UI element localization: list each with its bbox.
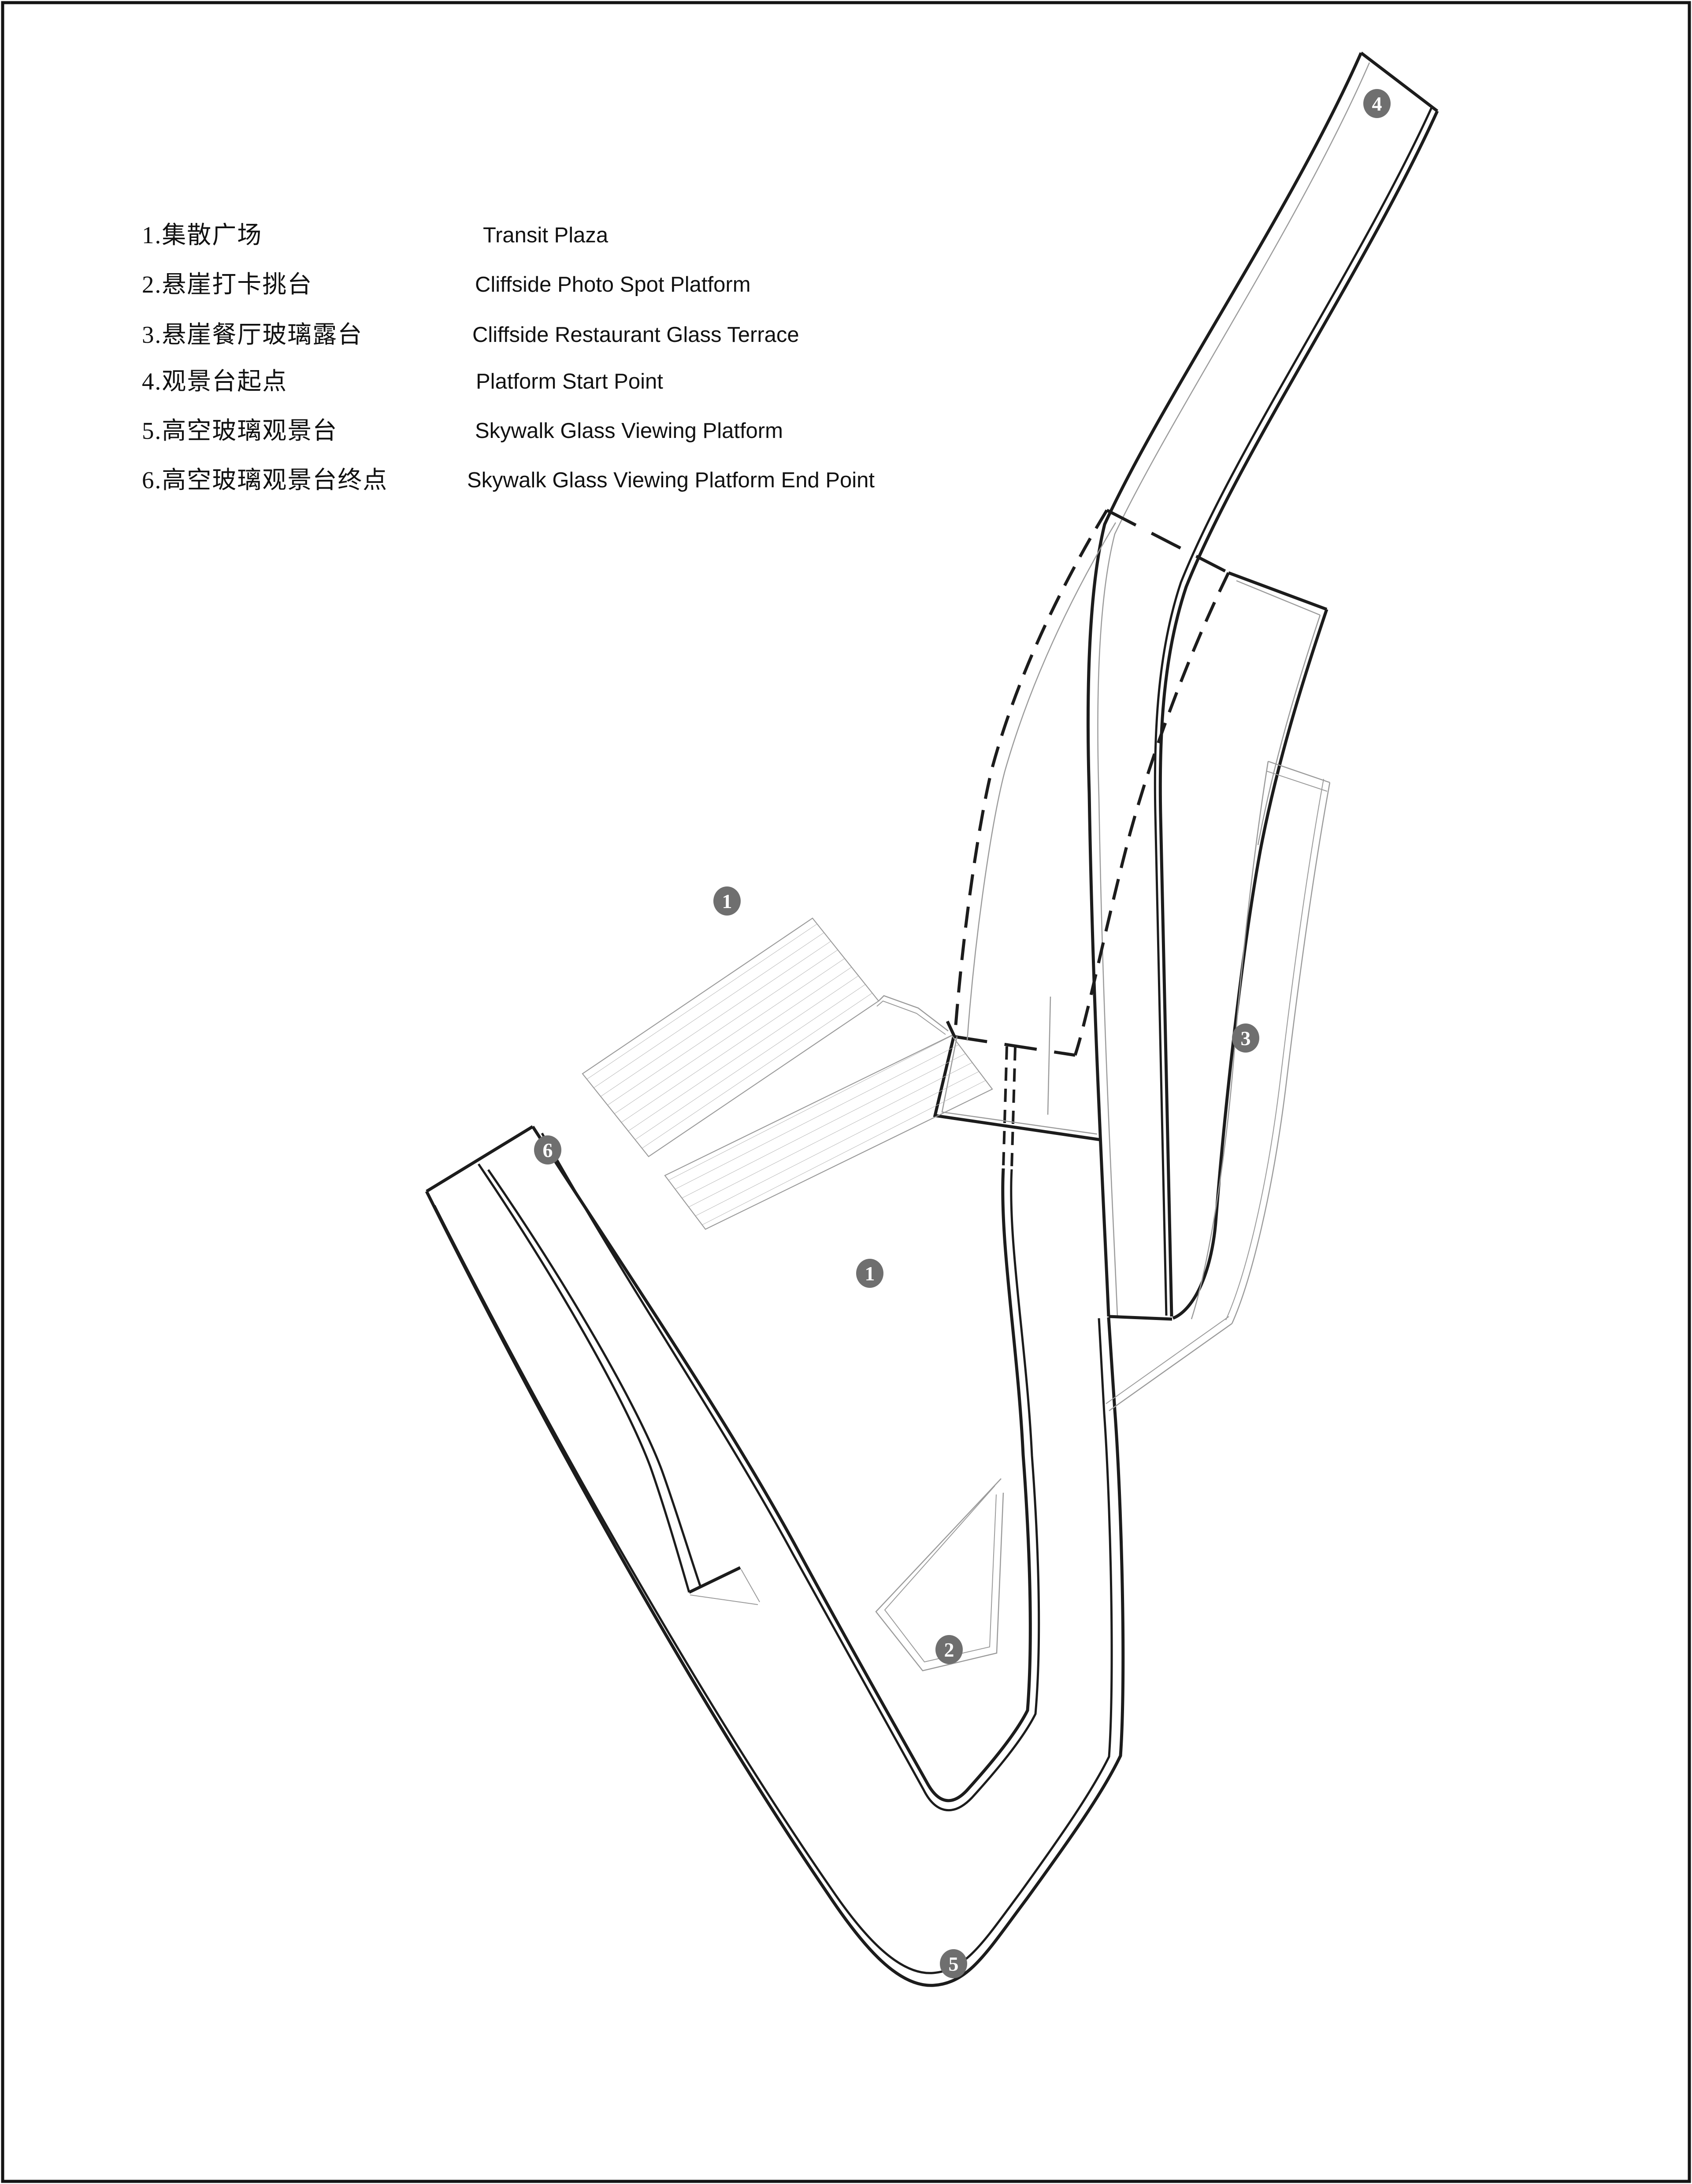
terrace-bottom-cap [1109, 1323, 1232, 1412]
marker-3: 3 [1232, 1023, 1259, 1053]
marker-6-circle [534, 1135, 561, 1164]
hidden-deck-inner-line [966, 522, 1117, 1041]
strip-cut-connector-b [741, 1569, 760, 1602]
restaurant-terrace-band [1106, 760, 1331, 1412]
marker-6: 6 [534, 1135, 561, 1164]
left-arm-strip-cut [688, 1566, 741, 1594]
legend-item-5-en: Skywalk Glass Viewing Platform [475, 419, 783, 443]
marker-3-circle [1232, 1023, 1259, 1053]
corridor-right-inner-line [1257, 615, 1321, 845]
legend-item-6-zh: 6.高空玻璃观景台终点 [142, 467, 388, 493]
bridge-right-edge-inner [1154, 106, 1433, 1316]
terrace-bottom-cap-inner [1106, 1316, 1229, 1404]
legend-item-3-zh: 3.悬崖餐厅玻璃露台 [142, 321, 363, 348]
hidden-corridor-pair-left [1002, 1046, 1008, 1168]
marker-5-label: 5 [949, 1953, 959, 1975]
legend-item-5-zh: 5.高空玻璃观景台 [142, 417, 338, 444]
marker-5-circle [940, 1949, 967, 1978]
corridor-top-edge-hidden [1106, 508, 1229, 575]
plaza-notch-edge [878, 995, 949, 1031]
hidden-deck-left-edge [953, 509, 1108, 1037]
marker-2-circle [935, 1635, 963, 1664]
legend-item-1-zh: 1.集散广场 [142, 222, 262, 248]
hidden-deck-bottom-edge [954, 1035, 1076, 1057]
terrace-top-cap-inner [1266, 771, 1328, 792]
legend-item-6-en: Skywalk Glass Viewing Platform End Point [467, 468, 875, 492]
bridge-left-inner-line [1097, 62, 1370, 1317]
terrace-left-edge [1191, 761, 1269, 1320]
legend-item-4-zh: 4.观景台起点 [142, 368, 287, 395]
legend-item-3-en: Cliffside Restaurant Glass Terrace [472, 323, 799, 347]
marker-2-label: 2 [944, 1639, 954, 1661]
bridge-band [1086, 52, 1439, 1321]
stair-flight-upper [582, 917, 879, 1157]
marker-3-label: 3 [1241, 1027, 1251, 1049]
corridor-top-edge [1228, 571, 1328, 611]
loop-inner-edge [531, 1126, 1032, 1802]
strip-cut-connector-a [690, 1594, 758, 1605]
terrace-right-edge-inner [1225, 779, 1324, 1320]
legend-item-2-en: Cliffside Photo Spot Platform [475, 273, 751, 297]
marker-4-circle [1363, 89, 1391, 118]
marker-4: 4 [1363, 89, 1391, 118]
bridge-top-end-cap [1360, 52, 1439, 112]
left-arm-strip-b [487, 1169, 702, 1587]
marker-1-lower-label: 1 [865, 1262, 875, 1285]
legend-item-1-en: Transit Plaza [483, 223, 609, 247]
marker-5: 5 [940, 1949, 967, 1978]
terrace-right-edge [1231, 782, 1331, 1324]
photo-platform-outline [875, 1478, 1004, 1672]
plaza-notch-edge-inner [876, 1000, 946, 1035]
bridge-bottom-end-cap [1108, 1315, 1173, 1321]
legend-item-2-zh: 2.悬崖打卡挑台 [142, 271, 312, 298]
marker-6-label: 6 [543, 1139, 553, 1161]
terrace-top-cap [1268, 760, 1330, 783]
loop-outer-edge [425, 1190, 1125, 1987]
upper-corridor [1073, 508, 1328, 1320]
loop-inner-edge-inner [541, 1132, 1040, 1811]
legend-item-4-en: Platform Start Point [476, 370, 663, 393]
bridge-right-edge [1158, 110, 1439, 1317]
photo-spot-platform [875, 1478, 1004, 1672]
marker-4-label: 4 [1372, 93, 1382, 115]
photo-platform-outline-inner [884, 1485, 997, 1663]
markers: 4 1 3 6 1 2 5 [534, 89, 1391, 1978]
stair-flight-lower [664, 1035, 993, 1230]
skywalk-loop [425, 1125, 1125, 1987]
marker-1-lower: 1 [856, 1259, 883, 1288]
marker-2: 2 [935, 1635, 963, 1664]
end-platform-cap [426, 1125, 534, 1193]
hidden-corridor-pair-right [1010, 1047, 1017, 1169]
plaza-stairs [582, 917, 993, 1230]
marker-1-lower-circle [856, 1259, 883, 1288]
marker-1-upper-circle [713, 886, 741, 916]
loop-outer-edge-inner [433, 1205, 1113, 1974]
marker-1-upper-label: 1 [722, 890, 732, 912]
hidden-deck-vertical-line [1047, 996, 1051, 1115]
marker-1-upper: 1 [713, 886, 741, 916]
corridor-left-edge-hidden [1073, 572, 1230, 1056]
corridor-right-edge [1172, 608, 1328, 1320]
corridor-top-inner-line [1236, 580, 1321, 616]
bridge-left-edge [1086, 52, 1363, 1317]
legend: 1.集散广场 Transit Plaza 2.悬崖打卡挑台 Cliffside … [142, 222, 875, 493]
left-arm-strip-a [477, 1163, 690, 1593]
hidden-deck-outline [953, 509, 1117, 1169]
